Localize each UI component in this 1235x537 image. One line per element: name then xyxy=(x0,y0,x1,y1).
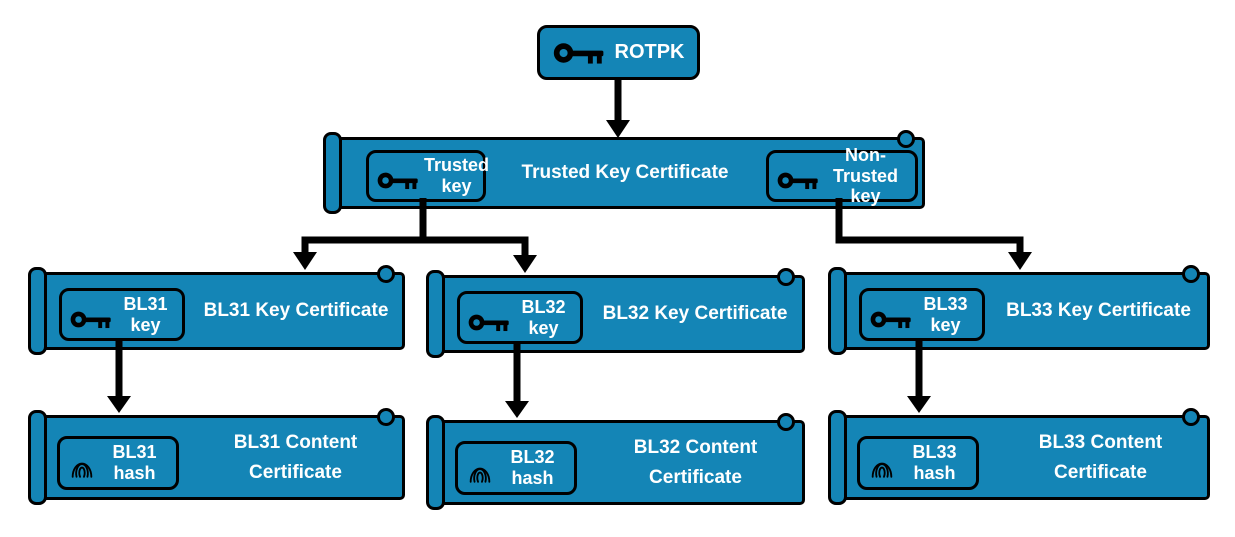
key-icon xyxy=(70,311,111,329)
trusted-key-badge-line1: Trusted xyxy=(424,155,490,176)
bl31-key-badge-label: BL31 key xyxy=(117,294,174,335)
fingerprint-icon xyxy=(469,467,491,483)
bl33-key-badge-line1: BL33 xyxy=(923,293,968,314)
rotpk-label: ROTPK xyxy=(614,41,685,63)
bl31-key-badge: BL31 key xyxy=(59,288,185,341)
bl32-key-badge-line2: key xyxy=(528,317,559,338)
bl31-hash-badge-line2: hash xyxy=(113,463,156,483)
bl31-key-certificate-label: BL31 Key Certificate xyxy=(203,300,389,321)
bl32-key-certificate-label: BL32 Key Certificate xyxy=(602,303,788,324)
non-trusted-key-badge-line2: key xyxy=(850,186,881,207)
bl33-hash-badge-line1: BL33 xyxy=(912,442,957,463)
bl33-content-certificate-node: BL33 hash BL33 Content Certificate xyxy=(828,408,1210,505)
non-trusted-key-badge: Non-Trusted key xyxy=(766,145,918,206)
bl32-key-badge: BL32 key xyxy=(457,291,583,344)
key-icon xyxy=(870,311,911,329)
trusted-key-badge: Trusted key xyxy=(366,150,489,202)
key-icon xyxy=(553,42,603,64)
bl32-key-badge-label: BL32 key xyxy=(515,297,572,338)
key-icon xyxy=(777,172,818,190)
trusted-key-certificate-label: Trusted Key Certificate xyxy=(521,162,729,183)
bl33-key-badge-label: BL33 key xyxy=(917,294,974,335)
bl32-key-badge-line1: BL32 xyxy=(521,296,566,317)
trusted-key-badge-line2: key xyxy=(441,176,472,196)
bl33-key-badge-line2: key xyxy=(930,314,961,335)
bl31-hash-badge-label: BL31 hash xyxy=(101,442,168,483)
trusted-key-badge-label: Trusted key xyxy=(424,155,489,196)
bl31-hash-badge-line1: BL31 xyxy=(112,442,157,463)
key-icon xyxy=(468,314,509,332)
fingerprint-icon xyxy=(71,462,93,478)
arrow-rotpk-to-trusted-cert xyxy=(606,80,630,138)
bl33-hash-badge-label: BL33 hash xyxy=(901,442,968,483)
key-icon xyxy=(377,172,418,190)
bl32-hash-badge: BL32 hash xyxy=(455,441,577,495)
bl31-key-badge-line1: BL31 xyxy=(123,293,168,314)
bl33-hash-badge: BL33 hash xyxy=(857,436,979,490)
bl33-content-certificate-label: BL33 Content Certificate xyxy=(1038,432,1163,483)
bl32-key-certificate-node: BL32 key BL32 Key Certificate xyxy=(426,268,805,358)
bl33-hash-badge-line2: hash xyxy=(913,463,956,483)
bl32-content-certificate-node: BL32 hash BL32 Content Certificate xyxy=(426,413,805,510)
bl32-hash-badge-line2: hash xyxy=(511,468,554,488)
bl32-content-certificate-label: BL32 Content Certificate xyxy=(633,437,758,488)
bl31-hash-badge: BL31 hash xyxy=(57,436,179,490)
rotpk-node: ROTPK xyxy=(537,25,700,80)
bl32-hash-badge-line1: BL32 xyxy=(510,447,555,468)
fingerprint-icon xyxy=(871,462,893,478)
non-trusted-key-badge-label: Non-Trusted key xyxy=(824,145,907,207)
bl33-key-badge: BL33 key xyxy=(859,288,985,341)
bl31-key-badge-line2: key xyxy=(130,314,161,335)
bl31-content-certificate-label: BL31 Content Certificate xyxy=(233,432,358,483)
non-trusted-key-badge-line1: Non-Trusted xyxy=(832,144,898,186)
trusted-key-certificate-node: Trusted key Trusted Key Certificate Non-… xyxy=(323,130,925,214)
bl32-hash-badge-label: BL32 hash xyxy=(499,447,566,488)
bl33-key-certificate-node: BL33 key BL33 Key Certificate xyxy=(828,265,1210,355)
bl31-key-certificate-node: BL31 key BL31 Key Certificate xyxy=(28,265,405,355)
bl33-key-certificate-label: BL33 Key Certificate xyxy=(1006,300,1191,321)
bl31-content-certificate-node: BL31 hash BL31 Content Certificate xyxy=(28,408,405,505)
